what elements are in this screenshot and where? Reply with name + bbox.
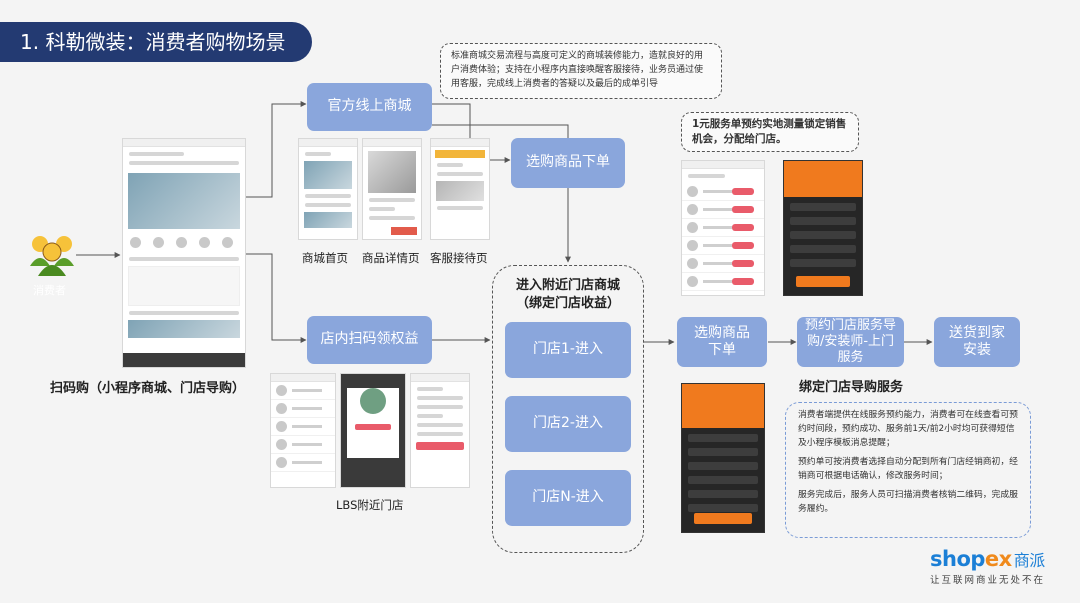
logo-text-cn: 商派 [1013,551,1046,570]
caption-lbs: LBS附近门店 [336,498,404,512]
lbs-store-list-screenshot-1 [270,373,336,488]
service-booking-list-screenshot [681,160,765,296]
book-service-box[interactable]: 预约门店服务导 购/安装师-上门 服务 [797,317,904,367]
store-booking-screenshot [681,383,765,533]
store1-box[interactable]: 门店1-进入 [505,322,631,378]
service-description-note: 消费者端提供在线服务预约能力，消费者可在线查看可预约时间段，预约成功、服务前1天… [785,402,1031,538]
store2-box[interactable]: 门店2-进入 [505,396,631,452]
bind-service-title: 绑定门店导购服务 [799,380,904,395]
nearby-store-group [492,265,644,553]
select-goods-mid-box[interactable]: 选购商品 下单 [677,317,767,367]
scan-buy-caption: 扫码购（小程序商城、门店导购） [50,381,246,396]
arrow-phone-to-scan [244,253,307,343]
lbs-store-qr-screenshot [340,373,406,488]
service-order-note: 1元服务单预约实地测量锁定销售机会，分配给门店。 [681,112,859,152]
nearby-store-group-title: 进入附近门店商城 （绑定门店收益） [515,278,620,311]
scan-benefits-box[interactable]: 店内扫码领权益 [307,316,432,364]
product-detail-screenshot [362,138,422,240]
deliver-box[interactable]: 送货到家 安装 [934,317,1020,367]
official-mall-box[interactable]: 官方线上商城 [307,83,432,131]
storeN-box[interactable]: 门店N-进入 [505,470,631,526]
service-paragraph: 预约单可按消费者选择自动分配到所有门店经销商初，经销商可根据电话确认，修改服务时… [798,457,1018,482]
page-title: 1. 科勒微装：消费者购物场景 [0,22,312,62]
consumer-icon [28,232,76,276]
caption-service-chat: 客服接待页 [430,251,488,265]
mall-capability-note: 标准商城交易流程与高度可定义的商城装修能力，造就良好的用户消费体验；支持在小程序… [440,43,722,99]
caption-product-detail: 商品详情页 [362,251,420,265]
service-paragraph: 消费者端提供在线服务预约能力，消费者可在线查看可预约时间段，预约成功、服务前1天… [798,410,1018,449]
logo-slogan: 让互联网商业无处不在 [930,575,1046,586]
onsite-booking-screenshot [783,160,863,296]
mall-home-screenshot [298,138,358,240]
caption-mall-home: 商城首页 [302,251,348,265]
logo-text-shop: shop [930,547,985,571]
consumer-label: 消费者 [33,284,66,297]
select-goods-top-box[interactable]: 选购商品下单 [511,138,625,188]
arrow-phone-to-official [244,101,307,198]
scan-buy-phone-screenshot [122,138,246,368]
service-chat-screenshot [430,138,490,240]
service-paragraph: 服务完成后，服务人员可扫描消费者核销二维码，完成服务履约。 [798,490,1018,515]
logo-text-ex: ex [984,547,1012,571]
lbs-store-detail-screenshot [410,373,470,488]
